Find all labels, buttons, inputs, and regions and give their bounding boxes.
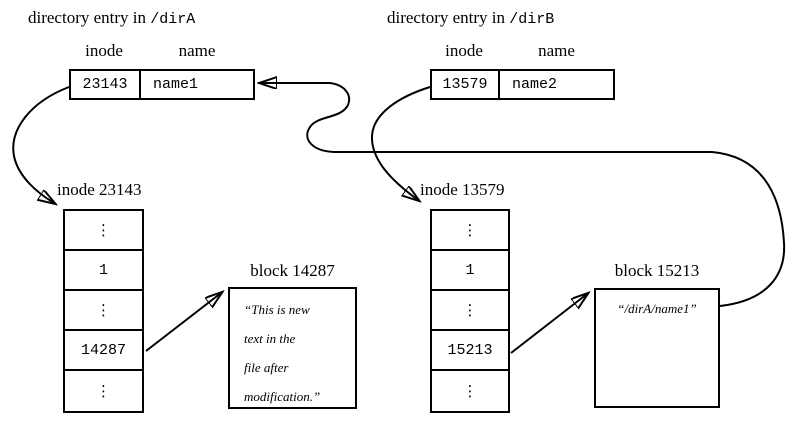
inode-23143-row-dots-2: ⋮ xyxy=(65,291,142,331)
inode-23143-table: ⋮ 1 ⋮ 14287 ⋮ xyxy=(63,209,144,413)
arrow-inode-13579-to-block-15213 xyxy=(510,294,587,354)
inode-13579-table: ⋮ 1 ⋮ 15213 ⋮ xyxy=(430,209,510,413)
block-14287-text-line: file after xyxy=(244,360,289,375)
dira-title-prefix: directory entry in xyxy=(28,8,147,27)
dirb-title-prefix: directory entry in xyxy=(387,8,506,27)
inode-13579-row-block-pointer: 15213 xyxy=(432,331,508,371)
block-15213-symlink-content: “/dirA/name1” xyxy=(617,301,697,316)
inode-13579-label: inode 13579 xyxy=(420,180,505,199)
inode-23143-row-dots-1: ⋮ xyxy=(65,211,142,251)
dirb-title: directory entry in /dirB xyxy=(387,8,554,28)
dirb-name-value: name2 xyxy=(512,76,558,93)
inode-23143-row-block-pointer: 14287 xyxy=(65,331,142,371)
inode-23143-row-link-count: 1 xyxy=(65,251,142,291)
dira-name-value: name1 xyxy=(153,76,199,93)
dirb-col-header-inode: inode xyxy=(445,41,483,60)
inode-13579-row-dots-1: ⋮ xyxy=(432,211,508,251)
dirb-col-header-name: name xyxy=(538,41,575,60)
dirb-inode-value: 13579 xyxy=(432,71,500,98)
dira-title: directory entry in /dirA xyxy=(28,8,195,28)
dirb-title-path: /dirB xyxy=(509,11,555,28)
dira-col-header-name: name xyxy=(178,41,216,60)
dira-title-path: /dirA xyxy=(150,11,196,28)
dira-inode-value: 23143 xyxy=(71,71,141,98)
inode-13579-row-dots-2: ⋮ xyxy=(432,291,508,331)
inode-23143-label: inode 23143 xyxy=(57,180,142,199)
dira-entry-table: 23143 name1 xyxy=(69,69,255,100)
dira-col-header-inode: inode xyxy=(85,41,123,60)
inode-23143-row-dots-3: ⋮ xyxy=(96,382,111,400)
dirb-entry-table: 13579 name2 xyxy=(430,69,615,100)
block-14287-label: block 14287 xyxy=(250,261,335,280)
arrow-inode-23143-to-block-14287 xyxy=(145,293,221,352)
block-15213-box: “/dirA/name1” xyxy=(594,288,720,408)
inode-13579-row-link-count: 1 xyxy=(432,251,508,291)
block-14287-text-line: text in the xyxy=(244,331,296,346)
block-15213-label: block 15213 xyxy=(614,261,700,280)
inode-13579-row-dots-3: ⋮ xyxy=(462,382,478,400)
block-14287-text-line: modification.” xyxy=(244,389,321,404)
block-14287-text-line: “This is new xyxy=(244,302,310,317)
block-14287-box: “This is new text in the file after modi… xyxy=(228,287,357,409)
